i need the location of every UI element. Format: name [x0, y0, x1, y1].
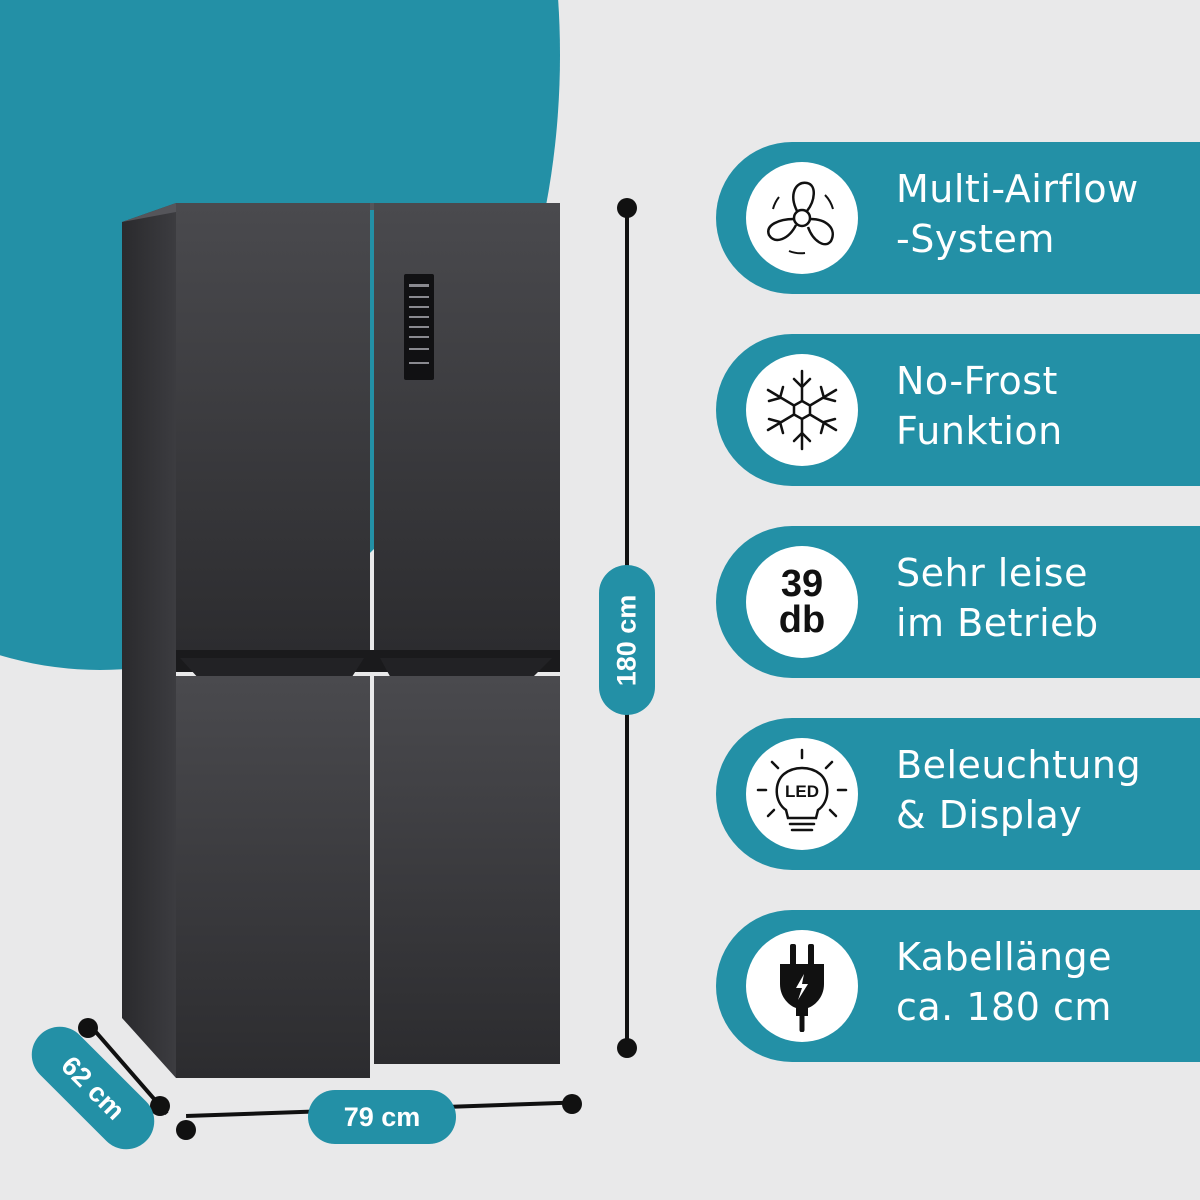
depth-top-dot — [78, 1018, 98, 1038]
left-handle — [180, 658, 364, 680]
feature-quiet: 39 db Sehr leise im Betrieb — [716, 526, 1200, 678]
lower-right-door — [374, 676, 560, 1064]
feature-label: Sehr leise im Betrieb — [896, 551, 1099, 645]
fridge-side — [122, 203, 176, 1078]
feature-label: Multi-Airflow -System — [896, 167, 1139, 261]
feature-label: No-Frost Funktion — [896, 359, 1063, 453]
right-handle — [380, 658, 552, 680]
height-label: 180 cm — [599, 565, 655, 715]
power-plug-icon — [780, 944, 824, 1032]
snowflake-icon — [766, 369, 838, 451]
svg-text:LED: LED — [785, 782, 819, 801]
fridge-illustration — [122, 203, 560, 1078]
feature-no-frost: No-Frost Funktion — [716, 334, 1200, 486]
lower-left-door — [176, 676, 370, 1078]
upper-left-door — [176, 203, 370, 650]
depth-bottom-dot — [150, 1096, 170, 1116]
width-right-dot — [562, 1094, 582, 1114]
upper-right-door — [374, 203, 560, 650]
fridge-svg — [122, 203, 560, 1078]
feature-cable: Kabellänge ca. 180 cm — [716, 910, 1200, 1062]
feature-label: Beleuchtung & Display — [896, 743, 1142, 837]
feature-icon-circle — [746, 162, 858, 274]
width-label: 79 cm — [308, 1090, 456, 1144]
feature-multi-airflow: Multi-Airflow -System — [716, 142, 1200, 294]
height-bottom-dot — [617, 1038, 637, 1058]
width-left-dot — [176, 1120, 196, 1140]
feature-icon-circle: LED — [746, 738, 858, 850]
led-bulb-icon: LED — [756, 748, 848, 832]
feature-icon-circle — [746, 354, 858, 466]
feature-icon-circle — [746, 930, 858, 1042]
fan-icon — [767, 181, 834, 255]
feature-led: LED Beleuchtung & Display — [716, 718, 1200, 870]
decibel-icon: 39 db — [746, 546, 858, 658]
feature-label: Kabellänge ca. 180 cm — [896, 935, 1113, 1029]
